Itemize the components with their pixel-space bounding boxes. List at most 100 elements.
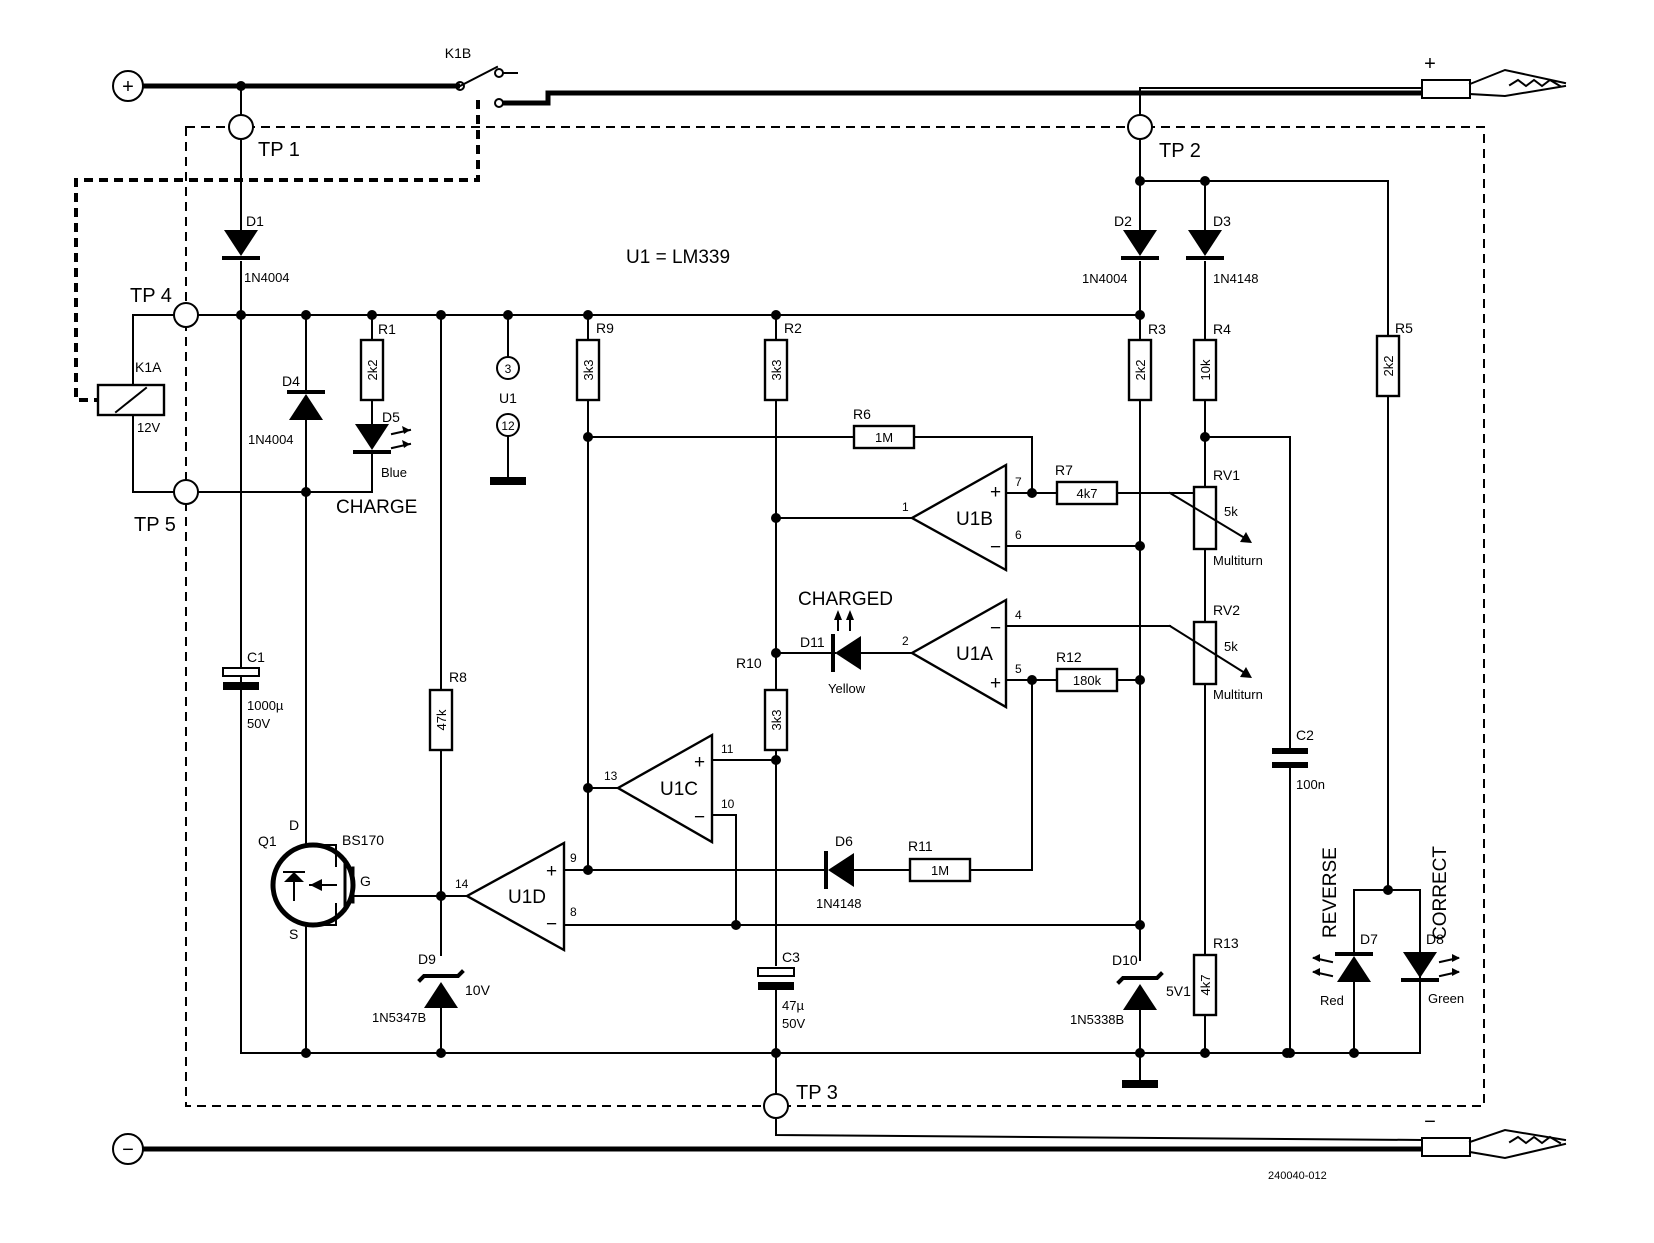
resistor-r4: R4 10k <box>1192 321 1231 488</box>
d11-ref: D11 <box>800 634 825 650</box>
u1-pin-gnd: 12 <box>501 419 515 433</box>
tp5-label: TP 5 <box>134 514 176 536</box>
r12-ref: R12 <box>1056 649 1082 665</box>
r7-value: 4k7 <box>1077 486 1098 501</box>
u1a-name: U1A <box>956 644 993 665</box>
rv2-ref: RV2 <box>1213 602 1240 618</box>
r5-value: 2k2 <box>1381 356 1396 377</box>
potentiometer-rv1: RV1 5k Multiturn <box>1168 467 1263 623</box>
negative-clip-sign: − <box>1424 1111 1436 1133</box>
u1c-name: U1C <box>660 779 698 800</box>
q1-drain: D <box>289 817 299 833</box>
u1b-pin-minus: 6 <box>1015 528 1022 542</box>
diode-d2: D2 1N4004 <box>1082 213 1159 286</box>
zener-d9: D9 10V 1N5347B <box>372 951 491 1054</box>
u1c-plus-sign: + <box>694 752 705 773</box>
d11-color: Yellow <box>828 681 866 696</box>
relay-coil-k1a: K1A 12V <box>96 314 175 493</box>
u1d-pin-minus: 8 <box>570 905 577 919</box>
resistor-r6: R6 1M <box>587 406 1033 494</box>
u1d-plus-sign: + <box>546 861 557 882</box>
d3-type: 1N4148 <box>1213 271 1259 286</box>
correct-label: CORRECT <box>1430 846 1451 940</box>
u1d-pin-out: 14 <box>455 877 469 891</box>
capacitor-c3: C3 47µ 50V <box>757 949 805 1054</box>
r10-ref: R10 <box>736 655 762 671</box>
u1b-pin-out: 1 <box>902 500 909 514</box>
minus-terminal-sign: − <box>122 1139 134 1161</box>
u1d-name: U1D <box>508 887 546 908</box>
negative-rail: − <box>112 1119 1424 1165</box>
u1a-pin-minus: 4 <box>1015 608 1022 622</box>
positive-clip: + <box>1421 53 1567 99</box>
rv1-ref: RV1 <box>1213 467 1240 483</box>
resistor-r1: R1 2k2 <box>359 314 396 425</box>
resistor-r11: R11 1M <box>908 838 1033 883</box>
r8-value: 47k <box>434 709 449 730</box>
tp1-label: TP 1 <box>258 139 300 161</box>
r6-ref: R6 <box>853 406 871 422</box>
r3-value: 2k2 <box>1133 360 1148 381</box>
r1-value: 2k2 <box>365 360 380 381</box>
c3-ref: C3 <box>782 949 800 965</box>
led-d8: D8 Green CORRECT <box>1401 846 1464 1054</box>
u1-pin-vcc: 3 <box>505 362 512 376</box>
d10-type: 1N5338B <box>1070 1012 1124 1027</box>
d9-value: 10V <box>465 982 491 998</box>
capacitor-c2: C2 100n <box>1272 727 1325 1054</box>
positive-clip-sign: + <box>1424 53 1436 75</box>
r2-ref: R2 <box>784 320 802 336</box>
drawing-number: 240040-012 <box>1268 1170 1327 1182</box>
led-d5: D5 Blue CHARGE <box>336 409 417 518</box>
positive-output-lead <box>503 90 1422 106</box>
plus-terminal-sign: + <box>122 76 134 98</box>
resistor-r12: R12 180k <box>1055 649 1141 693</box>
d10-value: 5V1 <box>1166 983 1191 999</box>
u1b-name: U1B <box>956 509 993 530</box>
r4-value: 10k <box>1198 359 1213 380</box>
r9-value: 3k3 <box>581 360 596 381</box>
q1-source: S <box>289 926 298 942</box>
tp4: TP 4 <box>130 285 199 328</box>
d9-ref: D9 <box>418 951 436 967</box>
d6-ref: D6 <box>835 833 853 849</box>
u1a-minus-sign: − <box>990 618 1001 639</box>
d3-ref: D3 <box>1213 213 1231 229</box>
d9-type: 1N5347B <box>372 1010 426 1025</box>
d10-ref: D10 <box>1112 952 1138 968</box>
r13-ref: R13 <box>1213 935 1239 951</box>
r11-ref: R11 <box>908 838 933 854</box>
relay-mechanical-linkage <box>74 100 480 402</box>
rv2-note: Multiturn <box>1213 687 1263 702</box>
d5-color: Blue <box>381 465 407 480</box>
comparator-u1b: U1B + − 1 7 6 <box>775 462 1141 573</box>
rv2-value: 5k <box>1224 639 1238 654</box>
resistor-r2: R2 3k3 <box>763 314 802 691</box>
charge-label: CHARGE <box>336 497 417 518</box>
ic-power-pins: 3 U1 12 <box>490 314 526 485</box>
tp4-label: TP 4 <box>130 285 172 307</box>
u1b-pin-plus: 7 <box>1015 475 1022 489</box>
r9-ref: R9 <box>596 320 614 336</box>
u1d-minus-sign: − <box>546 914 557 935</box>
relay-switch-blade <box>458 65 499 88</box>
u1-ground-symbol <box>490 477 526 485</box>
d2-ref: D2 <box>1114 213 1132 229</box>
c1-voltage: 50V <box>247 716 270 731</box>
relay-switch-nc-contact <box>494 68 504 78</box>
capacitor-c1: C1 1000µ 50V <box>222 649 284 731</box>
d8-ref: D8 <box>1426 931 1444 947</box>
c1-value: 1000µ <box>247 698 284 713</box>
r8-ref: R8 <box>449 669 467 685</box>
d4-type: 1N4004 <box>248 432 294 447</box>
zener-d10: D10 5V1 1N5338B <box>1070 952 1191 1054</box>
q1-ref: Q1 <box>258 833 277 849</box>
relay-switch-ref: K1B <box>445 45 471 61</box>
tp5: TP 5 <box>134 479 199 536</box>
c2-ref: C2 <box>1296 727 1314 743</box>
k1a-value: 12V <box>137 420 160 435</box>
u1a-pin-plus: 5 <box>1015 662 1022 676</box>
r13-value: 4k7 <box>1198 975 1213 996</box>
r7-ref: R7 <box>1055 462 1073 478</box>
